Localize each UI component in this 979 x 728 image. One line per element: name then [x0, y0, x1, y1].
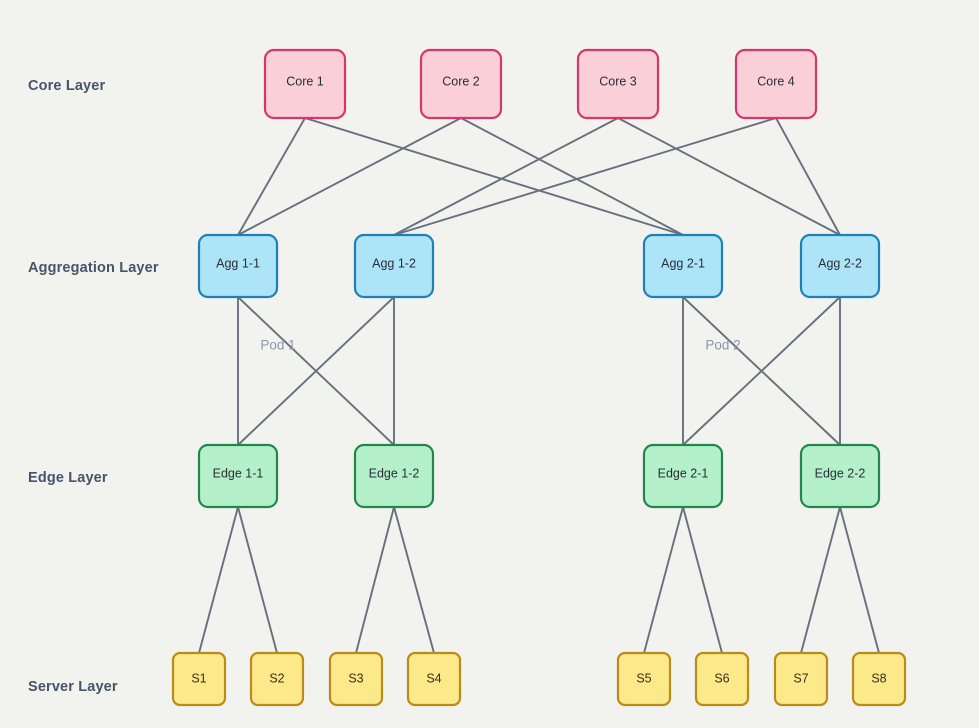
link-edge21-s6 [682, 506, 723, 654]
node-label-s1: S1 [191, 671, 206, 685]
link-core1-agg11 [237, 117, 306, 236]
link-core3-agg22 [617, 117, 841, 236]
node-box-agg21[interactable] [642, 233, 724, 299]
node-label-edge22: Edge 2-2 [815, 466, 866, 480]
node-label-edge21: Edge 2-1 [658, 466, 709, 480]
link-core1-agg21 [304, 117, 684, 236]
node-box-agg22[interactable] [799, 233, 881, 299]
node-box-edge21[interactable] [642, 443, 724, 509]
link-edge11-s1 [198, 506, 239, 654]
node-box-s5[interactable] [616, 651, 672, 707]
node-s3[interactable]: S3 [328, 651, 384, 707]
node-s2[interactable]: S2 [249, 651, 305, 707]
node-box-agg12[interactable] [353, 233, 435, 299]
node-s4[interactable]: S4 [406, 651, 462, 707]
node-core3[interactable]: Core 3 [576, 48, 660, 120]
node-s1[interactable]: S1 [171, 651, 227, 707]
node-box-core4[interactable] [734, 48, 818, 120]
node-edge21[interactable]: Edge 2-1 [642, 443, 724, 509]
node-box-s6[interactable] [694, 651, 750, 707]
link-agg12-edge11 [237, 296, 395, 446]
node-label-core4: Core 4 [757, 74, 795, 88]
link-core4-agg22 [775, 117, 841, 236]
node-box-core3[interactable] [576, 48, 660, 120]
node-label-edge12: Edge 1-2 [369, 466, 420, 480]
node-core1[interactable]: Core 1 [263, 48, 347, 120]
link-core2-agg11 [237, 117, 462, 236]
node-box-core1[interactable] [263, 48, 347, 120]
node-edge22[interactable]: Edge 2-2 [799, 443, 881, 509]
node-label-core3: Core 3 [599, 74, 637, 88]
link-group [198, 117, 880, 654]
node-agg22[interactable]: Agg 2-2 [799, 233, 881, 299]
node-box-edge12[interactable] [353, 443, 435, 509]
pod-label-group: Pod 1 Pod 2 [260, 338, 740, 353]
node-box-s4[interactable] [406, 651, 462, 707]
node-label-s8: S8 [871, 671, 886, 685]
node-core4[interactable]: Core 4 [734, 48, 818, 120]
pod-label-pod1: Pod 1 [260, 338, 295, 353]
node-s5[interactable]: S5 [616, 651, 672, 707]
node-agg12[interactable]: Agg 1-2 [353, 233, 435, 299]
node-label-s4: S4 [426, 671, 441, 685]
link-edge12-s4 [393, 506, 435, 654]
node-agg11[interactable]: Agg 1-1 [197, 233, 279, 299]
pod-label-pod2: Pod 2 [705, 338, 740, 353]
link-agg22-edge21 [682, 296, 841, 446]
node-label-agg12: Agg 1-2 [372, 256, 416, 270]
node-label-agg21: Agg 2-1 [661, 256, 705, 270]
node-label-edge11: Edge 1-1 [213, 466, 264, 480]
node-label-agg11: Agg 1-1 [216, 256, 260, 270]
node-box-s8[interactable] [851, 651, 907, 707]
node-s8[interactable]: S8 [851, 651, 907, 707]
layer-label-agg: Aggregation Layer [28, 260, 159, 276]
node-s7[interactable]: S7 [773, 651, 829, 707]
node-s6[interactable]: S6 [694, 651, 750, 707]
link-edge12-s3 [355, 506, 395, 654]
link-edge22-s7 [800, 506, 841, 654]
link-core2-agg21 [460, 117, 684, 236]
node-edge11[interactable]: Edge 1-1 [197, 443, 279, 509]
node-label-s3: S3 [348, 671, 363, 685]
node-box-s7[interactable] [773, 651, 829, 707]
node-box-edge22[interactable] [799, 443, 881, 509]
node-group: Core 1 Core 2 Core 3 Core 4 Agg 1-1 Agg 1-2 Ag… [171, 48, 907, 707]
node-box-agg11[interactable] [197, 233, 279, 299]
node-box-s2[interactable] [249, 651, 305, 707]
layer-label-edge: Edge Layer [28, 470, 108, 486]
node-label-agg22: Agg 2-2 [818, 256, 862, 270]
node-label-s7: S7 [793, 671, 808, 685]
node-edge12[interactable]: Edge 1-2 [353, 443, 435, 509]
layer-label-server: Server Layer [28, 679, 118, 695]
node-label-core1: Core 1 [286, 74, 324, 88]
layer-label-core: Core Layer [28, 78, 105, 94]
node-box-edge11[interactable] [197, 443, 279, 509]
link-core3-agg12 [393, 117, 619, 236]
link-edge21-s5 [643, 506, 684, 654]
link-core4-agg12 [393, 117, 777, 236]
node-label-core2: Core 2 [442, 74, 480, 88]
node-box-s1[interactable] [171, 651, 227, 707]
link-edge22-s8 [839, 506, 880, 654]
node-box-s3[interactable] [328, 651, 384, 707]
node-box-core2[interactable] [419, 48, 503, 120]
node-core2[interactable]: Core 2 [419, 48, 503, 120]
node-label-s6: S6 [714, 671, 729, 685]
node-agg21[interactable]: Agg 2-1 [642, 233, 724, 299]
link-edge11-s2 [237, 506, 278, 654]
node-label-s5: S5 [636, 671, 651, 685]
node-label-s2: S2 [269, 671, 284, 685]
